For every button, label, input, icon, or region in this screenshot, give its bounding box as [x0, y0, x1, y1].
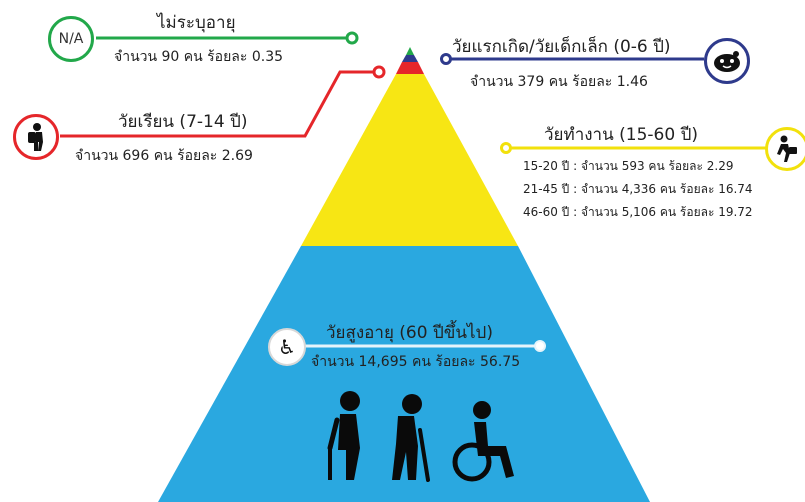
baby-glyph — [714, 51, 740, 72]
elderly-silhouettes-icon — [327, 391, 514, 482]
working-title: วัยทำงาน (15-60 ปี) — [544, 125, 698, 145]
pyramid-layer-elderly — [158, 246, 650, 502]
connector-student — [60, 65, 386, 138]
na-title: ไม่ระบุอายุ — [157, 13, 236, 33]
na-detail: จำนวน 90 คน ร้อยละ 0.35 — [114, 49, 284, 65]
worker-glyph — [777, 135, 797, 162]
infant-detail: จำนวน 379 คน ร้อยละ 1.46 — [470, 74, 648, 90]
infant-title: วัยแรกเกิด/วัยเด็กเล็ก (0-6 ปี) — [452, 37, 671, 57]
baby-icon — [704, 38, 750, 84]
elderly-title: วัยสูงอายุ (60 ปีขึ้นไป) — [326, 323, 493, 343]
elderly-detail: จำนวน 14,695 คน ร้อยละ 56.75 — [311, 354, 521, 370]
connector-elderly — [300, 340, 546, 352]
working-row-46-60: 46-60 ปี : จำนวน 5,106 คน ร้อยละ 19.72 — [523, 205, 753, 219]
connector-infant — [440, 53, 704, 65]
pyramid-layer-working — [301, 74, 518, 246]
student-icon — [13, 114, 59, 160]
working-row-15-20: 15-20 ปี : จำนวน 593 คน ร้อยละ 2.29 — [523, 159, 734, 173]
worker-icon — [765, 127, 805, 171]
pyramid-layer-na — [406, 47, 414, 55]
pyramid-layer-student — [396, 62, 424, 74]
student-detail: จำนวน 696 คน ร้อยละ 2.69 — [75, 148, 253, 164]
pyramid-layer-infant — [402, 55, 418, 62]
working-row-21-45: 21-45 ปี : จำนวน 4,336 คน ร้อยละ 16.74 — [523, 182, 753, 196]
connector-na — [96, 31, 359, 45]
wheelchair-glyph: ♿ — [278, 335, 296, 359]
na-icon: N/A — [48, 16, 94, 62]
student-glyph — [28, 123, 43, 151]
wheelchair-icon: ♿ — [268, 328, 306, 366]
student-title: วัยเรียน (7-14 ปี) — [118, 112, 248, 132]
connector-working — [500, 142, 768, 154]
